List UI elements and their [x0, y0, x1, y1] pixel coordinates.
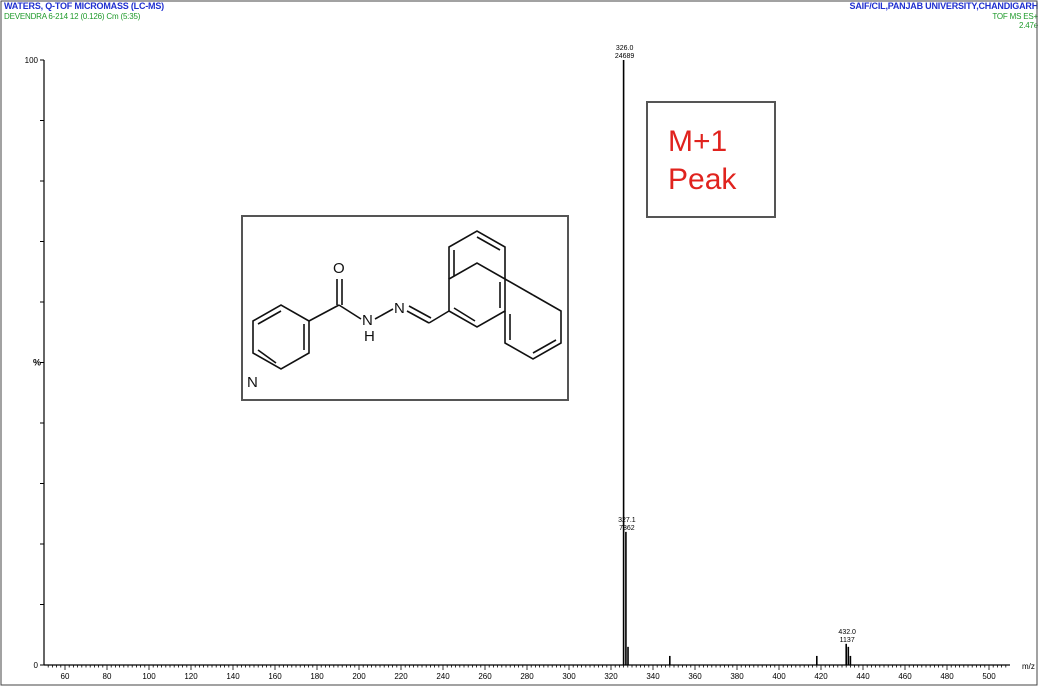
molecule-structure: O N H N N — [247, 230, 562, 391]
atom-oxygen: O — [333, 260, 345, 277]
atom-hydrogen: H — [364, 328, 375, 345]
x-tick-label: 480 — [940, 672, 954, 681]
y-tick-label: 100 — [25, 56, 39, 65]
x-tick-label: 380 — [730, 672, 744, 681]
x-tick-label: 400 — [772, 672, 786, 681]
peak-intensity-label: 7362 — [619, 525, 635, 532]
peak-mz-label: 326.0 — [616, 45, 634, 52]
instrument-title: WATERS, Q-TOF MICROMASS (LC-MS) — [4, 1, 164, 11]
y-axis-label: % — [33, 358, 41, 368]
x-tick-label: 200 — [352, 672, 366, 681]
peak-intensity-label: 24689 — [615, 53, 635, 60]
peak-mz-label: 327.1 — [618, 517, 636, 524]
x-tick-label: 80 — [103, 672, 112, 681]
atom-nitrogen-imine: N — [394, 300, 405, 317]
annotation-line-1: M+1 — [668, 125, 728, 158]
x-tick-label: 440 — [856, 672, 870, 681]
x-tick-label: 160 — [268, 672, 282, 681]
x-tick-label: 460 — [898, 672, 912, 681]
x-tick-label: 280 — [520, 672, 534, 681]
x-tick-label: 340 — [646, 672, 660, 681]
x-tick-label: 100 — [142, 672, 156, 681]
x-axis-label: m/z — [1022, 662, 1035, 671]
sample-id: DEVENDRA 6-214 12 (0.126) Cm (5:35) — [4, 12, 141, 21]
pyridine-ring — [252, 304, 310, 370]
x-tick-label: 240 — [436, 672, 450, 681]
x-tick-label: 500 — [982, 672, 996, 681]
x-tick-label: 120 — [184, 672, 198, 681]
atom-nitrogen-ring: N — [247, 374, 258, 391]
m-plus-1-annotation: M+1 Peak — [646, 101, 776, 218]
x-tick-label: 60 — [61, 672, 70, 681]
chart-ticks: 0 100% 60 80 100 120 140 160 180 200 220 240 260 280 3… — [25, 56, 1035, 681]
x-tick-label: 180 — [310, 672, 324, 681]
intensity-max: 2.47e — [1018, 21, 1038, 30]
facility-title: SAIF/CIL,PANJAB UNIVERSITY,CHANDIGARH — [849, 1, 1039, 11]
structure-inset: O N H N N — [241, 215, 569, 401]
x-tick-label: 420 — [814, 672, 828, 681]
y-tick-label: 0 — [34, 661, 39, 670]
atom-nitrogen-amide: N — [362, 312, 373, 329]
x-tick-label: 260 — [478, 672, 492, 681]
chart-peaks — [622, 60, 852, 665]
x-tick-label: 300 — [562, 672, 576, 681]
x-tick-label: 320 — [604, 672, 618, 681]
peak-intensity-label: 1137 — [840, 637, 855, 644]
x-tick-label: 360 — [688, 672, 702, 681]
x-tick-label: 220 — [394, 672, 408, 681]
annotation-line-2: Peak — [668, 163, 737, 196]
peak-mz-label: 432.0 — [838, 629, 856, 636]
scan-mode: TOF MS ES+ — [992, 12, 1038, 21]
x-tick-label: 140 — [226, 672, 240, 681]
